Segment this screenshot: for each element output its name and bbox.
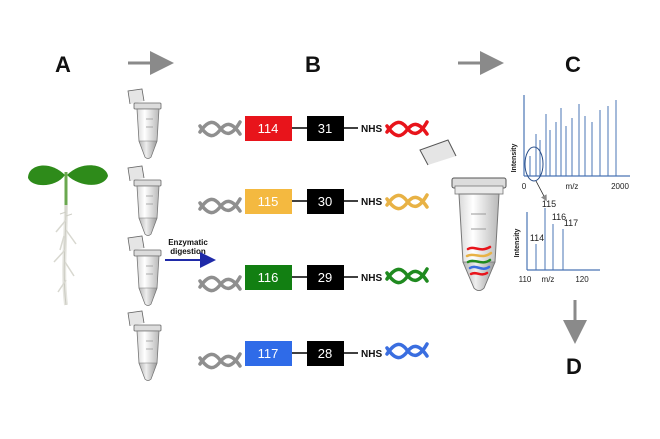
balancer-box-28 bbox=[307, 341, 344, 366]
nhs-label: NHS bbox=[361, 349, 382, 360]
reporter-box-116 bbox=[245, 265, 292, 290]
peptide-yellow bbox=[385, 193, 429, 211]
enzymatic-label-line2: digestion bbox=[170, 247, 206, 256]
reporter-box-115 bbox=[245, 189, 292, 214]
tag-row-114: 114 31 NHS bbox=[245, 116, 429, 141]
sample-tube-2 bbox=[127, 165, 162, 236]
peptide-blue bbox=[385, 342, 429, 360]
sample-tube-3 bbox=[127, 235, 162, 306]
sample-tube-4 bbox=[127, 310, 162, 381]
panel-label-a: A bbox=[55, 52, 71, 77]
peptide-gray-3 bbox=[198, 275, 242, 293]
reporter-box-114 bbox=[245, 116, 292, 141]
peptide-gray-2 bbox=[198, 197, 242, 215]
nhs-label: NHS bbox=[361, 273, 382, 284]
ms-full-xmax: 2000 bbox=[611, 182, 629, 191]
ms-full-ylabel: Intensity bbox=[511, 144, 518, 173]
panel-label-b: B bbox=[305, 52, 321, 77]
tag-row-117: 117 28 NHS bbox=[245, 341, 429, 366]
ms-zoom-peak-114: 114 bbox=[530, 233, 544, 243]
ms-spectrum-full: Intensity 0 m/z 2000 115 bbox=[511, 95, 630, 209]
ms-zoom-ylabel: Intensity bbox=[514, 229, 521, 258]
peptide-green bbox=[385, 267, 429, 285]
sample-tube-1 bbox=[127, 88, 162, 159]
ms-full-xmin: 0 bbox=[522, 182, 527, 191]
ms-spectrum-zoom: Intensity 114 116 117 110 m/z 120 bbox=[514, 208, 600, 284]
balancer-label: 31 bbox=[318, 121, 332, 136]
enzymatic-label-line1: Enzymatic bbox=[168, 238, 208, 247]
reporter-box-117 bbox=[245, 341, 292, 366]
ms-zoom-xmax: 120 bbox=[575, 275, 589, 284]
balancer-box-31 bbox=[307, 116, 344, 141]
pooled-tube-icon bbox=[419, 139, 507, 291]
balancer-label: 28 bbox=[318, 346, 332, 361]
ms-zoom-peak-116: 116 bbox=[552, 212, 566, 222]
reporter-label: 116 bbox=[258, 270, 279, 285]
nhs-label: NHS bbox=[361, 197, 382, 208]
balancer-label: 30 bbox=[318, 194, 332, 209]
ms-zoom-xlabel: m/z bbox=[542, 275, 555, 284]
balancer-label: 29 bbox=[318, 270, 332, 285]
nhs-label: NHS bbox=[361, 124, 382, 135]
ms-full-xlabel: m/z bbox=[566, 182, 579, 191]
ms-zoom-xmin: 110 bbox=[519, 275, 532, 284]
reporter-label: 117 bbox=[258, 346, 279, 361]
balancer-box-30 bbox=[307, 189, 344, 214]
peptide-red bbox=[385, 120, 429, 138]
reporter-label: 114 bbox=[258, 121, 279, 136]
zoom-pointer-arrow bbox=[535, 180, 547, 202]
panel-label-d: D bbox=[566, 354, 582, 379]
peptide-gray-1 bbox=[198, 120, 242, 138]
seedling-icon bbox=[28, 165, 108, 306]
ms-zoom-peak-117: 117 bbox=[564, 218, 578, 228]
peptide-gray-4 bbox=[198, 352, 242, 370]
tag-row-115: 115 30 NHS bbox=[245, 189, 429, 214]
panel-label-c: C bbox=[565, 52, 581, 77]
ms-zoom-peak-115: 115 bbox=[542, 199, 556, 209]
reporter-label: 115 bbox=[258, 194, 279, 209]
tag-row-116: 116 29 NHS bbox=[245, 265, 429, 290]
zoom-ellipse bbox=[524, 146, 544, 182]
balancer-box-29 bbox=[307, 265, 344, 290]
